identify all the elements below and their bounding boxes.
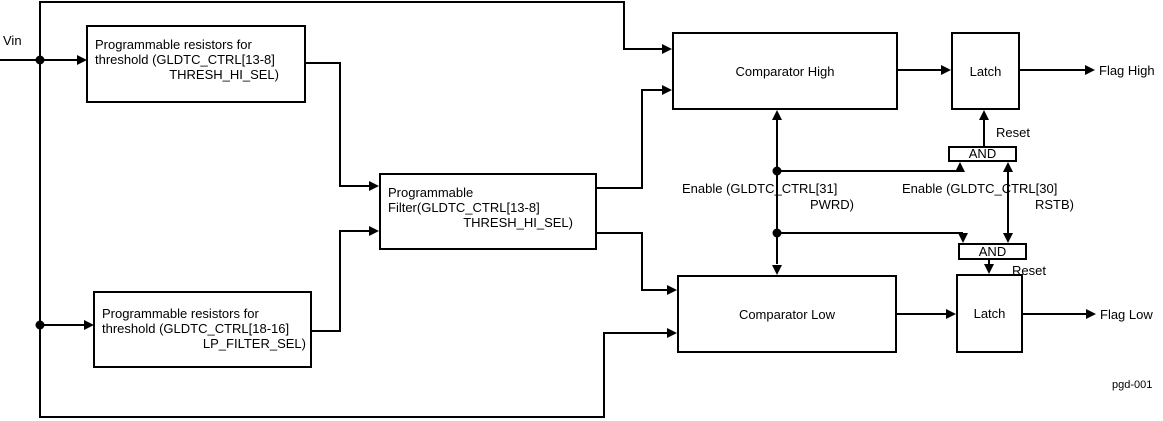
and-gate-high-box: AND <box>948 146 1017 162</box>
wire-comp-high-to-latch <box>897 65 951 75</box>
wire-latch-to-flag-low <box>1023 309 1096 319</box>
wire-res-lo-to-filter <box>311 226 379 332</box>
box-text-line: THRESH_HI_SEL) <box>169 67 279 82</box>
wire-and-high-to-latch-reset <box>979 110 989 146</box>
figure-id-watermark: pgd-001 <box>1112 379 1153 391</box>
comparator-low-box: Comparator Low <box>677 275 897 353</box>
wire-latch-to-flag-high <box>1020 65 1095 75</box>
reset-low-label: Reset <box>1012 263 1046 278</box>
flag-high-label: Flag High <box>1099 63 1155 78</box>
reset-high-label: Reset <box>996 125 1030 140</box>
and-gate-low-box: AND <box>958 243 1027 260</box>
wire-filter-to-comp-high <box>596 85 672 189</box>
box-text-line: Programmable resistors for <box>102 306 259 321</box>
wire-res-hi-to-filter <box>304 62 379 191</box>
enable-rstb-line2: RSTB) <box>1035 197 1074 212</box>
wire-vin-net <box>0 1 677 418</box>
enable-pwrd-line1: Enable (GLDTC_CTRL[31] <box>682 181 838 196</box>
latch-low-box: Latch <box>956 274 1023 353</box>
box-text-line: threshold (GLDTC_CTRL[18-16] <box>102 321 290 336</box>
latch-low-label: Latch <box>973 306 1006 321</box>
wire-and-low-to-latch-reset <box>984 260 994 274</box>
latch-high-label: Latch <box>969 63 1002 79</box>
enable-rstb-label: Enable (GLDTC_CTRL[30] RSTB) <box>902 181 1074 213</box>
box-text-line: LP_FILTER_SEL) <box>202 336 306 351</box>
wire-filter-to-comp-low <box>596 232 677 295</box>
comparator-high-box: Comparator High <box>672 32 898 110</box>
box-text-line: Filter(GLDTC_CTRL[13-8] <box>388 200 540 215</box>
and-gate-low-label: AND <box>978 243 1007 259</box>
wire-enable-pwrd <box>772 110 968 275</box>
and-gate-high-label: AND <box>968 146 997 161</box>
box-text-line: Programmable resistors for <box>95 37 252 52</box>
box-text-line: threshold (GLDTC_CTRL[13-8] <box>95 52 275 67</box>
latch-high-box: Latch <box>951 32 1020 110</box>
comparator-low-label: Comparator Low <box>738 306 836 322</box>
enable-rstb-line1: Enable (GLDTC_CTRL[30] <box>902 181 1058 196</box>
wire-comp-low-to-latch <box>896 309 956 319</box>
box-text-line: THRESH_HI_SEL) <box>463 215 573 230</box>
vin-label: Vin <box>3 33 22 48</box>
enable-pwrd-label: Enable (GLDTC_CTRL[31] PWRD) <box>682 181 854 213</box>
box-text-line: Programmable <box>388 185 474 200</box>
programmable-resistors-high-box: Programmable resistors for threshold (GL… <box>86 25 306 103</box>
flag-low-label: Flag Low <box>1100 307 1153 322</box>
wire-enable-rstb <box>1003 162 1013 243</box>
comparator-high-label: Comparator High <box>735 63 835 79</box>
programmable-filter-box: Programmable Filter(GLDTC_CTRL[13-8] THR… <box>379 173 597 250</box>
programmable-resistors-low-box: Programmable resistors for threshold (GL… <box>93 291 312 368</box>
enable-pwrd-line2: PWRD) <box>809 197 854 212</box>
